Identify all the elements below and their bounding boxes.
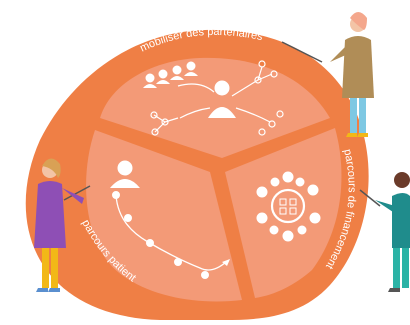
network-icon: [143, 60, 284, 136]
meeting-table-icon: [256, 171, 321, 242]
sector-right: [225, 128, 342, 298]
patient-path-icon: [110, 160, 230, 279]
person-left: [34, 158, 91, 292]
person-top-right: [281, 12, 374, 137]
person-right: [359, 172, 410, 292]
